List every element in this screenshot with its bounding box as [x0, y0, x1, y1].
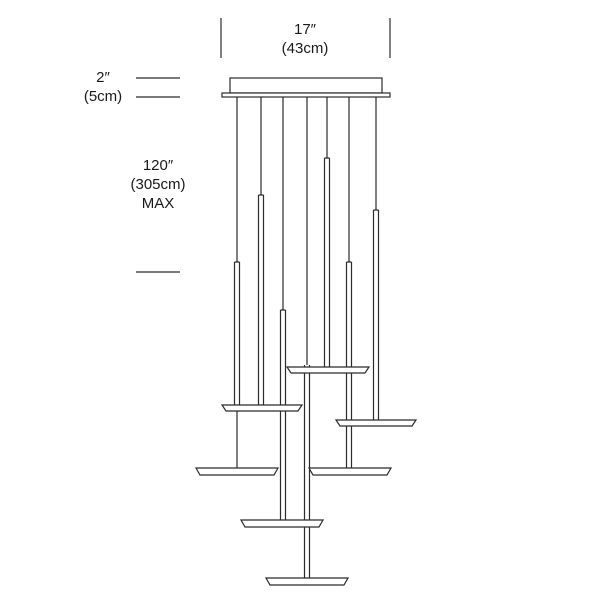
pendant-rod-1 — [233, 261, 241, 405]
canopy-height-dimension-label: 2″ (5cm) — [70, 68, 136, 106]
canopy-height-imperial-text: 2″ — [96, 69, 110, 86]
overall-drop-metric-text: (305cm) — [130, 176, 186, 193]
pendant-rod-3 — [279, 309, 287, 520]
dimension-lines — [136, 18, 391, 273]
width-metric-text: (43cm) — [281, 40, 329, 57]
pendant-disc-2 — [194, 467, 280, 476]
overall-drop-imperial-text: 120″ — [142, 157, 174, 174]
overall-drop-dimension-label: 120″ (305cm) MAX — [110, 156, 206, 213]
pendant-rod-6 — [345, 261, 353, 468]
pendant-disc-6 — [307, 467, 393, 476]
pendant-disc-4 — [264, 577, 350, 586]
fixture — [194, 77, 418, 586]
overall-drop-qualifier-text: MAX — [141, 195, 175, 212]
width-imperial-text: 17″ — [294, 21, 316, 38]
pendant-disc-7 — [334, 419, 418, 427]
pendant-rod-2 — [257, 194, 265, 405]
pendant-rod-4 — [303, 365, 311, 578]
pendant-disc-5 — [285, 366, 371, 374]
pendant-rod-7 — [372, 209, 380, 420]
pendant-disc-3 — [239, 519, 325, 528]
pendant-disc-1 — [220, 404, 304, 412]
pendant-rod-5 — [323, 157, 331, 368]
canopy-plate — [221, 92, 391, 98]
canopy-height-metric-text: (5cm) — [83, 88, 123, 105]
width-dimension-label: 17″ (43cm) — [230, 20, 380, 58]
canopy-body — [229, 77, 383, 94]
